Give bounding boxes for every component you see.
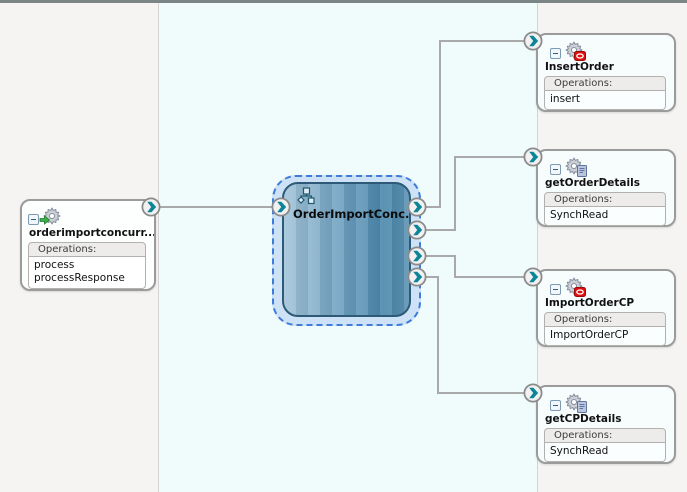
webservice-gear-icon xyxy=(39,207,61,225)
operation-item: process xyxy=(34,259,75,271)
canvas-top-border xyxy=(0,0,687,3)
reference-title: getCPDetails xyxy=(545,413,622,425)
document-badge-icon xyxy=(577,401,587,413)
document-adapter-gear-icon xyxy=(565,393,587,413)
document-adapter-gear-icon xyxy=(565,157,587,177)
exposed-service-node[interactable]: orderimportconcurr... Operations: proces… xyxy=(20,199,156,291)
operations-panel: Operations: insert xyxy=(544,76,666,110)
green-arrow-icon xyxy=(39,215,51,225)
collapse-minus-icon[interactable] xyxy=(550,48,561,59)
database-adapter-gear-icon xyxy=(565,277,586,297)
operations-header: Operations: xyxy=(544,428,666,443)
bpel-component-title: OrderImportConc... xyxy=(293,207,409,221)
operations-header: Operations: xyxy=(544,76,666,91)
component-outbound-port-icon-2[interactable] xyxy=(407,220,427,240)
reference-node-insertorder[interactable]: InsertOrder Operations: insert xyxy=(536,33,676,112)
database-adapter-gear-icon xyxy=(565,41,586,61)
reference-node-getcpdetails[interactable]: getCPDetails Operations: SynchRead xyxy=(536,385,676,464)
collapse-minus-icon[interactable] xyxy=(550,284,561,295)
collapse-minus-icon[interactable] xyxy=(28,214,39,225)
reference-node-getorderdetails[interactable]: getOrderDetails Operations: SynchRead xyxy=(536,149,676,227)
operation-item: insert xyxy=(550,93,580,105)
wire-to-getorderdetails[interactable] xyxy=(417,156,533,231)
reference-port-icon-getcpdetails[interactable] xyxy=(523,383,543,403)
reference-title: getOrderDetails xyxy=(545,177,640,189)
operation-item: SynchRead xyxy=(550,445,609,457)
wire-to-importordercp[interactable] xyxy=(417,255,533,278)
service-port-arrow-icon[interactable] xyxy=(141,197,161,217)
operations-header: Operations: xyxy=(544,312,666,327)
wire-to-getcpdetails[interactable] xyxy=(417,276,533,394)
collapse-minus-icon[interactable] xyxy=(550,164,561,175)
operation-item: ImportOrderCP xyxy=(550,329,629,341)
operations-panel: Operations: ImportOrderCP xyxy=(544,312,666,346)
component-inbound-port-icon[interactable] xyxy=(271,197,291,217)
collapse-minus-icon[interactable] xyxy=(550,400,561,411)
wire-to-insertorder[interactable] xyxy=(417,40,533,208)
database-badge-icon xyxy=(574,287,586,297)
operations-header: Operations: xyxy=(544,192,666,207)
operations-panel: Operations: SynchRead xyxy=(544,428,666,462)
reference-port-icon-getorderdetails[interactable] xyxy=(523,147,543,167)
operations-header: Operations: xyxy=(28,242,146,257)
bpel-component-node[interactable]: OrderImportConc... xyxy=(282,182,411,317)
operation-item: processResponse xyxy=(34,272,125,284)
reference-port-icon-importordercp[interactable] xyxy=(523,267,543,287)
reference-title: InsertOrder xyxy=(545,61,614,73)
reference-node-importordercp[interactable]: ImportOrderCP Operations: ImportOrderCP xyxy=(536,269,676,347)
reference-port-icon-insertorder[interactable] xyxy=(523,31,543,51)
exposed-service-title: orderimportconcurr... xyxy=(29,227,154,239)
component-outbound-port-icon-3[interactable] xyxy=(407,246,427,266)
bpel-component-selection[interactable]: OrderImportConc... xyxy=(272,175,421,326)
bpel-process-icon xyxy=(297,187,315,205)
component-outbound-port-icon-1[interactable] xyxy=(407,197,427,217)
reference-title: ImportOrderCP xyxy=(545,297,635,309)
database-badge-icon xyxy=(574,51,586,61)
document-badge-icon xyxy=(577,165,587,177)
operation-item: SynchRead xyxy=(550,209,609,221)
component-outbound-port-icon-4[interactable] xyxy=(407,267,427,287)
operations-panel: Operations: process processResponse xyxy=(28,242,146,289)
operations-panel: Operations: SynchRead xyxy=(544,192,666,226)
